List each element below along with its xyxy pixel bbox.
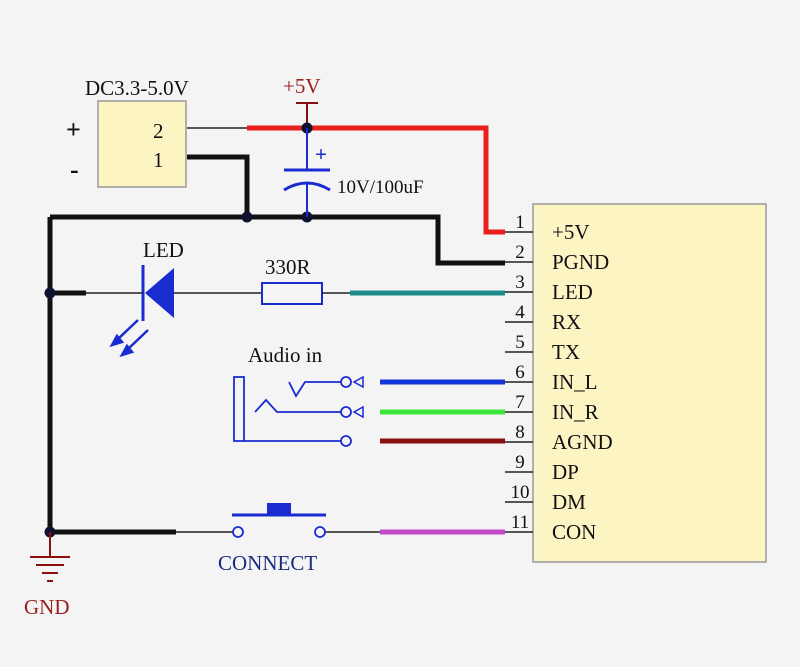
audio-jack: Audio in: [233, 343, 364, 447]
capacitor-value-label: 10V/100uF: [337, 177, 424, 198]
module-pin-number: 6: [515, 362, 525, 383]
led: LED: [86, 238, 262, 358]
module-pin-name: IN_R: [552, 400, 599, 424]
module-pin-name: DM: [552, 490, 586, 514]
module: 1 +5V 2 PGND 3 LED 4 RX 5 TX 6 IN_L 7 IN_R 8 AGND 9 DP 10 D…: [505, 203, 767, 563]
module-pin-name: IN_L: [552, 370, 598, 394]
button-label: CONNECT: [218, 551, 317, 575]
junction-dot: [241, 211, 253, 223]
led-triangle: [145, 268, 174, 318]
power-connector: DC3.3-5.0V 2 1 + -: [66, 76, 189, 188]
plus-5v-wire: [247, 125, 505, 235]
module-pin-name: TX: [552, 340, 580, 364]
module-pin-name: CON: [552, 520, 596, 544]
power-net: +5V: [187, 74, 505, 235]
power-connector-voltage-label: DC3.3-5.0V: [85, 76, 189, 100]
capacitor-plate-negative: [283, 181, 331, 192]
button-actuator-cap: [267, 503, 291, 515]
capacitor: + 10V/100uF: [283, 128, 424, 217]
audio-jack-terminal: [340, 406, 352, 418]
module-pin-number: 11: [511, 512, 529, 533]
audio-jack-terminal: [340, 376, 352, 388]
module-body: [532, 203, 767, 563]
module-pin-number: 4: [515, 302, 525, 323]
module-pin-number: 9: [515, 452, 525, 473]
power-connector-pin-2-label: 2: [153, 119, 164, 143]
module-pin-name: +5V: [552, 220, 590, 244]
power-connector-pin-1-label: 1: [153, 148, 164, 172]
module-pin-name: PGND: [552, 250, 609, 274]
resistor-body: [261, 282, 323, 305]
module-pin-number: 5: [515, 332, 525, 353]
minus-sign-label: -: [70, 155, 79, 184]
button-left-terminal: [232, 526, 244, 538]
resistor: 330R: [261, 255, 350, 305]
module-pins: 1 +5V 2 PGND 3 LED 4 RX 5 TX 6 IN_L 7 IN_R 8 AGND 9 DP 10 D…: [505, 212, 613, 544]
button-right-terminal: [314, 526, 326, 538]
connector-pin-1-wire: [187, 154, 250, 217]
module-pin-name: AGND: [552, 430, 613, 454]
power-port-label: +5V: [283, 74, 321, 98]
module-pin-name: DP: [552, 460, 579, 484]
capacitor-polarity-label: +: [315, 142, 327, 166]
power-connector-body: [97, 100, 187, 188]
audio-jack-label: Audio in: [248, 343, 323, 367]
plus-sign-label: +: [66, 115, 81, 144]
audio-jack-body: [233, 376, 245, 442]
audio-jack-terminal: [340, 435, 352, 447]
audio-jack-left-arrow: [352, 375, 364, 389]
module-pin-number: 1: [515, 212, 525, 233]
audio-jack-right-arrow: [352, 405, 364, 419]
audio-jack-right-contact: [254, 398, 341, 413]
ground-label: GND: [24, 595, 70, 619]
resistor-value-label: 330R: [265, 255, 311, 279]
light-emission-icon: [109, 319, 149, 358]
junction-dot: [44, 287, 56, 299]
audio-jack-left-contact: [288, 381, 341, 398]
module-pin-name: LED: [552, 280, 593, 304]
ground-symbol: GND: [24, 532, 70, 619]
module-pin-number: 8: [515, 422, 525, 443]
module-pin-number: 2: [515, 242, 525, 263]
module-pin-number: 3: [515, 272, 525, 293]
push-button: CONNECT: [176, 503, 380, 575]
module-pin-number: 7: [515, 392, 525, 413]
module-pin-number: 10: [511, 482, 530, 503]
module-pin-name: RX: [552, 310, 581, 334]
led-label: LED: [143, 238, 184, 262]
